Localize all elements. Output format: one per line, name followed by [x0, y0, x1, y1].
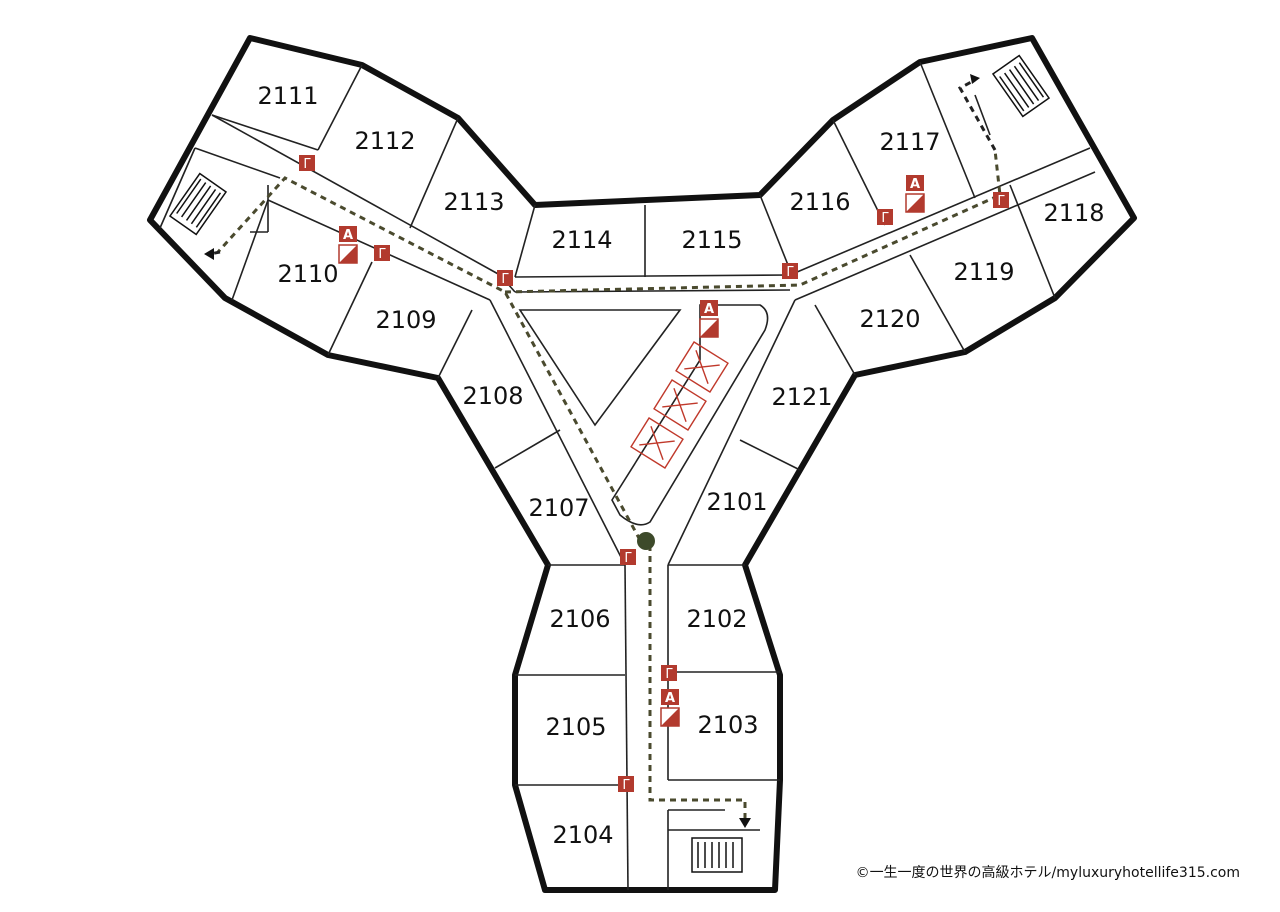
room-2108: 2108 [462, 382, 523, 410]
elevator-core [611, 304, 769, 526]
exit-arrow-bottom [739, 818, 751, 828]
room-2111: 2111 [257, 82, 318, 110]
room-2109: 2109 [375, 306, 436, 334]
fire-alarm-icon: A [338, 226, 358, 264]
stairs-right [991, 54, 1051, 118]
room-2106: 2106 [549, 605, 610, 633]
svg-text:Γ: Γ [624, 551, 632, 566]
svg-text:Γ: Γ [665, 667, 673, 682]
inner-triangle [518, 309, 682, 427]
fire-alarm-icon: A [660, 689, 680, 727]
room-2119: 2119 [953, 258, 1014, 286]
room-2101: 2101 [706, 488, 767, 516]
bottom-wing-walls [515, 564, 780, 891]
svg-text:Γ: Γ [378, 247, 386, 262]
elevator-cars [630, 341, 729, 469]
room-2104: 2104 [552, 821, 613, 849]
svg-text:Γ: Γ [881, 211, 889, 226]
room-2113: 2113 [443, 188, 504, 216]
exit-arrow-left [204, 248, 214, 260]
you-are-here-marker [637, 532, 655, 550]
svg-text:Γ: Γ [786, 265, 794, 280]
fire-alarm-icon: A [905, 175, 925, 213]
svg-text:Γ: Γ [303, 157, 311, 172]
room-2116: 2116 [789, 188, 850, 216]
svg-text:A: A [704, 302, 714, 317]
svg-text:A: A [665, 691, 675, 706]
room-2121: 2121 [771, 383, 832, 411]
stairs-left [168, 172, 228, 236]
extinguisher-icon: Γ [993, 192, 1009, 209]
extinguisher-icon: Γ [618, 776, 634, 793]
svg-text:A: A [343, 228, 353, 243]
room-2103: 2103 [697, 711, 758, 739]
exit-arrow-right [970, 74, 980, 84]
room-2118: 2118 [1043, 199, 1104, 227]
extinguisher-icon: Γ [620, 549, 636, 566]
room-2115: 2115 [681, 226, 742, 254]
extinguisher-icon: Γ [782, 263, 798, 280]
room-2114: 2114 [551, 226, 612, 254]
svg-text:Γ: Γ [501, 272, 509, 287]
extinguisher-icon: Γ [497, 270, 513, 287]
extinguisher-icon: Γ [374, 245, 390, 262]
extinguisher-icon: Γ [661, 665, 677, 682]
room-2107: 2107 [528, 494, 589, 522]
right-wing-walls [514, 61, 1096, 566]
svg-text:Γ: Γ [622, 778, 630, 793]
copyright-credit: ©一生一度の世界の高級ホテル/myluxuryhotellife315.com [855, 865, 1240, 881]
svg-text:A: A [910, 177, 920, 192]
svg-text:Γ: Γ [997, 194, 1005, 209]
extinguisher-icon: Γ [299, 155, 315, 172]
extinguisher-icon: Γ [877, 209, 893, 226]
room-2110: 2110 [277, 260, 338, 288]
room-2112: 2112 [354, 127, 415, 155]
room-2117: 2117 [879, 128, 940, 156]
room-2105: 2105 [545, 713, 606, 741]
fire-alarm-icon: A [699, 300, 719, 338]
building-outline [147, 35, 1137, 893]
room-2120: 2120 [859, 305, 920, 333]
room-2102: 2102 [686, 605, 747, 633]
stairs-bottom [691, 837, 743, 873]
evacuation-routes [209, 78, 1002, 820]
